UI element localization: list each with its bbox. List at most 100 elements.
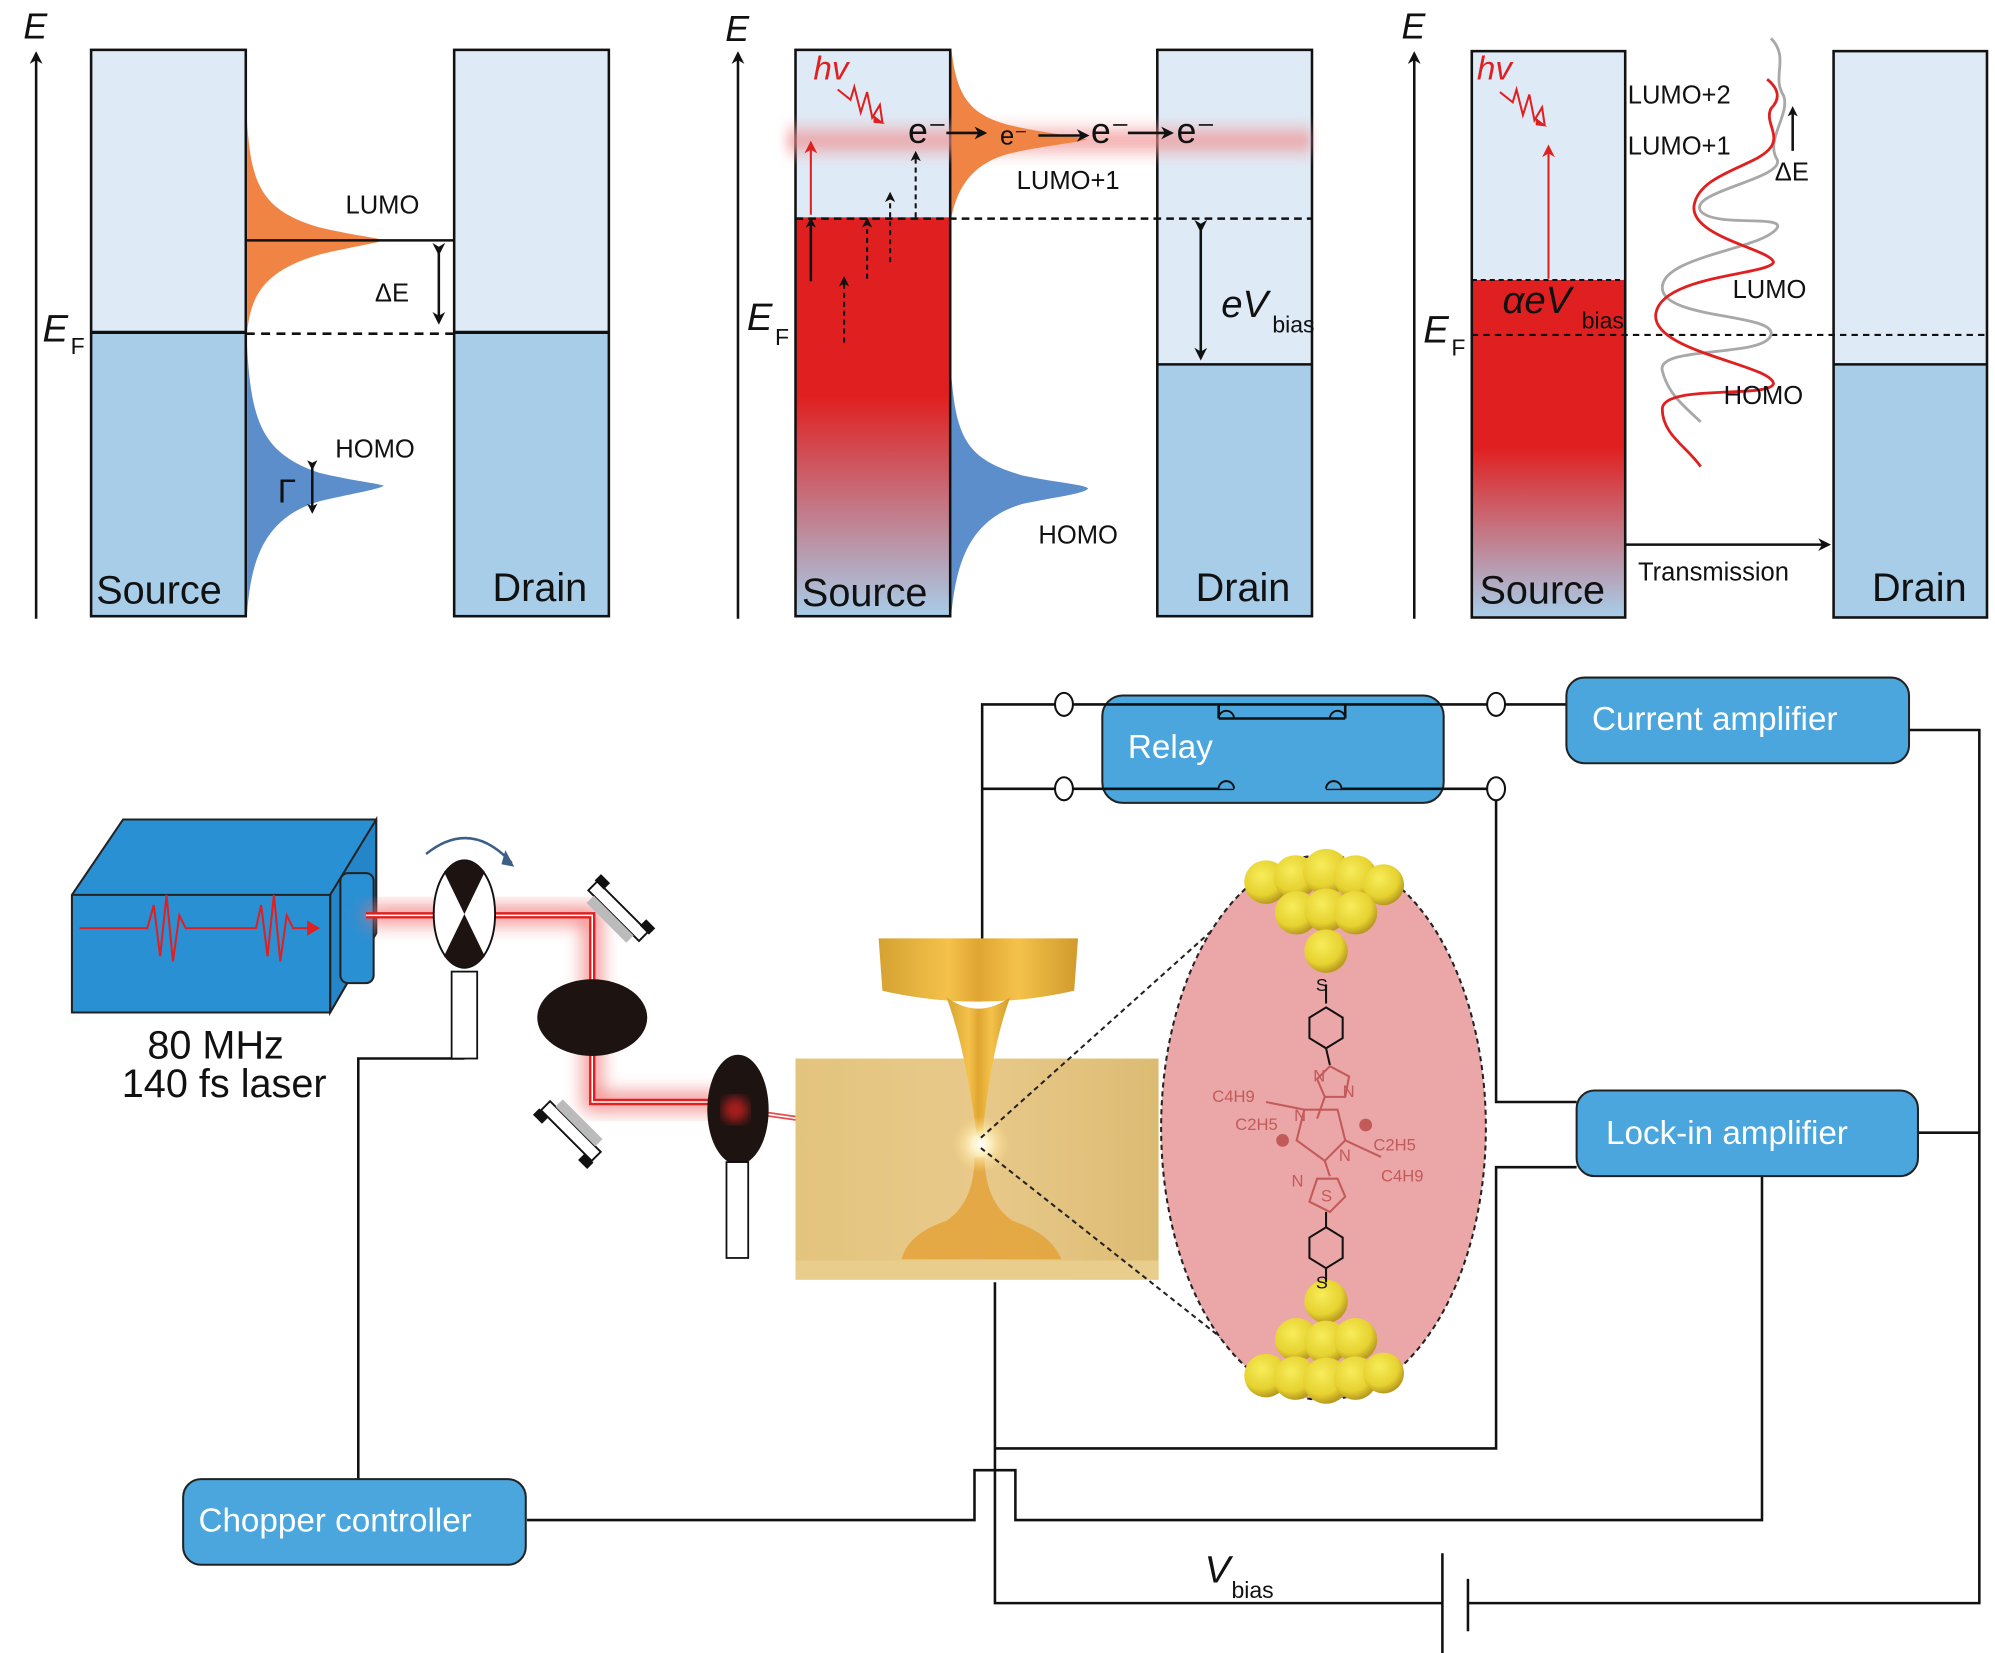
mirror-top [586,874,656,943]
source-hot-electron-distribution [795,217,951,617]
electron-label-3: e⁻ [1091,111,1130,151]
laser-label-line2: 140 fs laser [122,1062,327,1106]
drain-label: Drain [493,566,588,610]
delta-e-label: ΔE [1775,158,1809,186]
laser-label-line1: 80 MHz [147,1024,284,1068]
optical-chopper [425,836,515,1060]
lockin-amplifier-box[interactable]: Lock-in amplifier [1575,1089,1919,1178]
source-filled-states [91,332,246,617]
fermi-level-label: E [1423,309,1449,352]
homo-lorentzian [247,345,384,614]
delta-e-label: ΔE [375,280,409,308]
bias-subscript: bias [1272,311,1314,337]
transmission-label: Transmission [1638,558,1789,586]
vbias-label: V [1205,1549,1234,1592]
homo-label: HOMO [1724,382,1803,410]
lockin-amplifier-label: Lock-in amplifier [1606,1115,1848,1152]
atom-label: S [1321,1187,1332,1206]
drain-filled-states [454,332,609,617]
source-label: Source [96,568,222,612]
atom-label: S [1316,975,1328,995]
source-label: Source [1479,568,1605,612]
atom-label: N [1313,1067,1325,1086]
gamma-label: Γ [278,473,296,510]
junction-spark [952,1116,1010,1173]
experimental-setup: V bias Relay Current amplifier [70,676,1981,1653]
photon-label: hv [813,50,850,87]
source-label: Source [802,571,928,615]
source-hot-electron-distribution [1471,279,1626,617]
lumo1-lorentzian [951,49,1087,218]
femtosecond-laser [70,815,378,1017]
vbias-subscript: bias [1231,1577,1273,1603]
fermi-level-label: E [747,296,773,339]
photon-label: hv [1477,50,1514,87]
atom-label: N [1294,1106,1306,1125]
homo-label: HOMO [335,436,414,464]
drain-empty-states [454,49,609,333]
source-electrode [794,48,952,618]
electron-label-1: e⁻ [908,111,947,151]
energy-axis-label: E [725,9,750,49]
lens-1 [537,979,648,1056]
fermi-level-subscript: F [775,324,789,350]
current-amplifier-label: Current amplifier [1592,701,1838,738]
pulse-train-icon [79,894,314,962]
drain-label: Drain [1196,566,1291,610]
atom-label: N [1292,1171,1304,1190]
alpha-bias-label: αeV [1502,279,1574,322]
alkyl-label: C2H5 [1235,1115,1277,1134]
gold-cluster-top [1244,848,1405,973]
bias-battery-icon [1441,1553,1470,1653]
molecular-junction-inset: S S N N N N N S C4H9 C2H5 C2H5 C4H9 [1160,848,1487,1404]
stm-junction [795,938,1159,1280]
fermi-level-label: E [43,307,69,350]
chopper-controller-label: Chopper controller [198,1503,471,1540]
transmission-curve-red [1654,78,1779,468]
photon-squiggle-icon [1499,85,1546,126]
gold-cluster-bottom [1244,1279,1405,1404]
source-empty-states [91,49,246,333]
relay-terminals [1054,691,1507,802]
homo-lorentzian [951,377,1089,614]
lumo-label: LUMO [1733,276,1807,304]
relay-label: Relay [1128,729,1213,766]
molecule-structure [1308,984,1344,1283]
alpha-bias-subscript: bias [1582,308,1624,334]
homo-label: HOMO [1038,521,1117,549]
current-amplifier-box[interactable]: Current amplifier [1565,676,1911,765]
panel-2-energy-diagram: E E F eV bias hv e⁻ e⁻ e⁻ e⁻ LUMO+1 [725,9,1315,619]
focusing-lens [707,1054,769,1259]
lumo-lorentzian [247,121,384,333]
photon-squiggle-icon [837,83,884,123]
alkyl-label: C2H5 [1373,1136,1415,1155]
atom-label: N [1339,1146,1351,1165]
chopper-controller-box[interactable]: Chopper controller [182,1478,527,1566]
lumo1-label: LUMO+1 [1628,133,1731,161]
rotation-arrow-icon [425,836,513,864]
panel-1-energy-diagram: E E F ΔE LUMO HOMO Γ Source Drain [23,6,611,619]
energy-axis-label: E [23,6,48,46]
energy-axis-label: E [1401,6,1426,46]
atom-label: N [1343,1082,1355,1101]
drain-electrode [1156,48,1314,618]
electron-label-2: e⁻ [1000,122,1028,150]
relay-box[interactable]: Relay [1063,694,1497,804]
electron-label-4: e⁻ [1176,111,1215,151]
alkyl-label: C4H9 [1381,1166,1423,1185]
drain-label: Drain [1872,566,1967,610]
substrate-tip [901,1156,1062,1260]
atom-label: S [1316,1273,1328,1293]
stm-tip-holder [878,938,1079,1002]
fermi-level-subscript: F [1451,334,1465,360]
circuit-wires [357,703,1981,1605]
panel-3-energy-diagram: E E F ΔE LUMO+2 LUMO+1 LUMO HOMO hv αeV … [1401,6,1989,619]
alkyl-label: C4H9 [1212,1087,1254,1106]
stm-tip [946,997,1011,1138]
fermi-level-subscript: F [71,333,85,359]
lumo-label: LUMO [346,191,420,219]
bias-label: eV [1221,283,1271,326]
lumo2-label: LUMO+2 [1628,82,1731,110]
mirror-bottom [532,1099,603,1169]
